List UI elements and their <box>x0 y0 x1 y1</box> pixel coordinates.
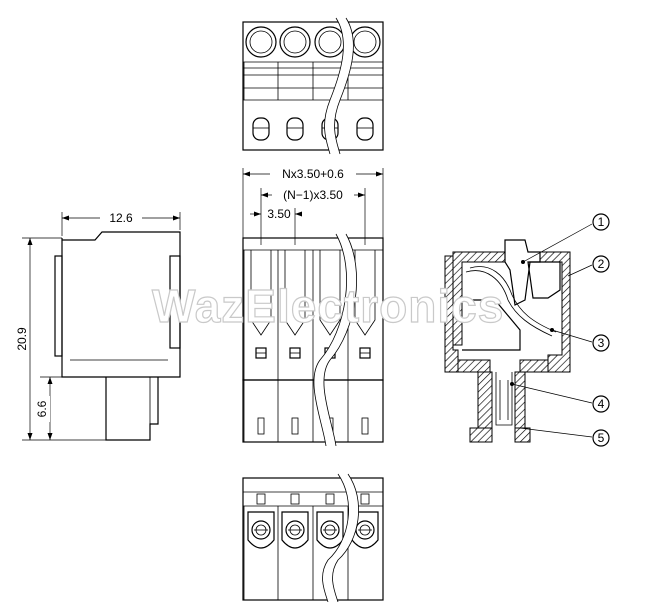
watermark-text: WazElectronics <box>152 280 504 332</box>
callout-label-3: 3 <box>598 336 605 350</box>
pitch-dimension: 3.50 <box>267 207 291 221</box>
height-dimension: 20.9 <box>15 327 29 351</box>
wire-hole-inner-4 <box>353 30 377 54</box>
front-view <box>242 237 384 443</box>
depth-dimension: 12.6 <box>109 211 133 225</box>
release-lever-1 <box>250 250 272 336</box>
callout-label-2: 2 <box>598 257 605 271</box>
callout-label-1: 1 <box>598 215 605 229</box>
side-view <box>54 231 181 441</box>
screw-3 <box>320 520 340 540</box>
wire-hole-4 <box>349 26 381 58</box>
callout-label-5: 5 <box>598 431 605 445</box>
pitch-span-dimension: (N−1)x3.50 <box>283 188 343 202</box>
section-view <box>444 239 571 443</box>
break-lines <box>313 17 359 602</box>
pin-slot-1 <box>257 417 265 435</box>
latch-slot-2 <box>286 117 304 141</box>
bottom-view <box>242 477 384 601</box>
screw-2 <box>285 520 305 540</box>
wire-hole-inner-3 <box>318 30 342 54</box>
overall-width-dimension: Nx3.50+0.6 <box>282 167 344 181</box>
callout-circle-3 <box>592 334 610 352</box>
pin-slot-4 <box>361 417 369 435</box>
callout-circle-2 <box>592 255 610 273</box>
callout-circle-5 <box>592 429 610 447</box>
release-lever-2 <box>284 250 306 336</box>
callout-circle-1 <box>592 213 610 231</box>
wire-hole-2 <box>279 26 311 58</box>
wire-hole-inner-1 <box>249 30 273 54</box>
top-view <box>242 21 384 151</box>
release-lever-3 <box>319 250 341 336</box>
pin-slot-2 <box>291 417 299 435</box>
dimension-labels: Nx3.50+0.6 (N−1)x3.50 3.50 12.6 20.9 6.6 <box>14 167 344 422</box>
callout-circle-4 <box>592 395 610 413</box>
wire-hole-1 <box>245 26 277 58</box>
screw-1 <box>251 520 271 540</box>
latch-slot-1 <box>252 117 270 141</box>
wire-hole-3 <box>314 26 346 58</box>
pin-length-dimension: 6.6 <box>35 400 49 417</box>
callouts: 1 2 3 4 5 <box>510 213 610 447</box>
latch-slot-4 <box>356 117 374 141</box>
callout-label-4: 4 <box>598 397 605 411</box>
wire-hole-inner-2 <box>283 30 307 54</box>
